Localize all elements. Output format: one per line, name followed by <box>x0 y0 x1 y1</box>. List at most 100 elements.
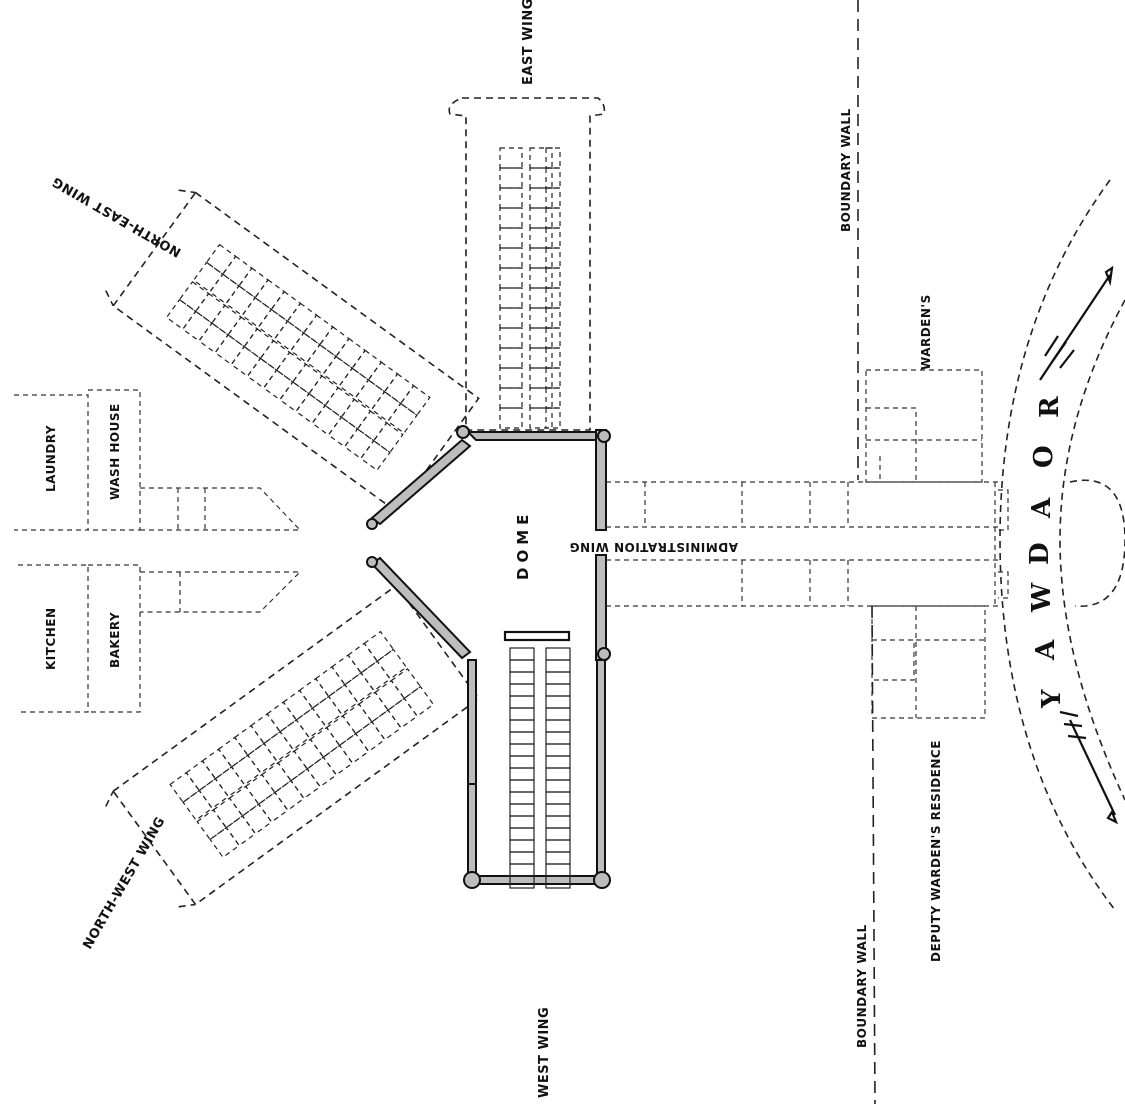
cell <box>529 327 553 349</box>
cell <box>509 683 535 697</box>
cell <box>347 642 379 674</box>
cell <box>386 402 418 434</box>
cell <box>529 407 553 429</box>
cell <box>499 327 523 349</box>
cell <box>387 697 419 729</box>
cell <box>246 742 278 774</box>
cell <box>243 328 275 360</box>
dome-label: DOME <box>514 510 532 580</box>
cell <box>371 709 402 741</box>
cell <box>499 147 523 169</box>
cell <box>545 659 571 673</box>
cell <box>286 302 318 334</box>
cell <box>338 367 370 399</box>
wash-house-label: WASH HOUSE <box>108 403 122 500</box>
east-wing-cells <box>499 147 561 429</box>
kitchen-label: KITCHEN <box>44 607 58 670</box>
cell <box>545 851 571 865</box>
west-wing <box>463 630 611 889</box>
cell <box>545 875 571 889</box>
north-west-wing-cells <box>169 630 435 859</box>
roadway-letter: Y <box>1037 689 1067 709</box>
cell <box>230 345 262 378</box>
cell <box>311 695 343 727</box>
north-west-wing <box>105 584 480 908</box>
cell <box>529 207 553 229</box>
cell <box>529 307 553 329</box>
roadway-letter: R <box>1035 396 1065 418</box>
cell <box>293 738 325 770</box>
north-west-wing-label: NORTH-WEST WING <box>80 814 168 952</box>
cell <box>545 227 561 249</box>
cell <box>295 392 327 425</box>
cell <box>211 304 242 336</box>
cell <box>344 672 375 704</box>
cell <box>545 803 571 817</box>
cell <box>509 695 535 709</box>
cell <box>509 839 535 853</box>
roadway-letter: D <box>1025 542 1055 565</box>
east-wing-label: EAST WING <box>521 0 536 85</box>
cell <box>499 207 523 229</box>
cell <box>545 407 561 429</box>
cell <box>181 310 213 342</box>
cell <box>509 647 535 661</box>
cell <box>529 287 553 309</box>
cell <box>529 187 553 209</box>
cell <box>545 683 571 697</box>
cell <box>499 227 523 249</box>
cell <box>238 267 269 299</box>
cell <box>509 707 535 721</box>
cell <box>322 744 354 776</box>
cell <box>545 827 571 841</box>
cell <box>545 731 571 745</box>
cell <box>356 410 388 442</box>
cell <box>225 285 256 317</box>
cell <box>261 762 292 794</box>
wardens-label: WARDEN'S <box>919 294 933 370</box>
cell <box>306 343 337 376</box>
cell <box>214 766 246 798</box>
cell <box>403 685 435 718</box>
laundry-label: LAUNDRY <box>44 425 58 492</box>
cell <box>529 367 553 389</box>
cell <box>529 387 553 409</box>
cell <box>374 679 406 711</box>
cell <box>545 347 561 369</box>
cell <box>208 273 240 305</box>
cell <box>390 667 422 700</box>
cell <box>499 407 523 429</box>
cell <box>529 147 553 169</box>
cell <box>275 351 307 383</box>
cell <box>263 730 294 763</box>
cell <box>306 756 338 788</box>
cell <box>331 654 362 686</box>
service-buildings <box>14 389 302 713</box>
cell <box>257 791 289 823</box>
cell <box>370 390 402 423</box>
boundary-wall-bottom-label: BOUNDARY WALL <box>855 924 869 1048</box>
cell <box>221 255 253 287</box>
cell <box>509 743 535 757</box>
cell <box>529 267 553 289</box>
cell <box>509 767 535 781</box>
cell <box>545 779 571 793</box>
cell <box>241 803 273 835</box>
cell <box>499 167 523 189</box>
cell <box>545 707 571 721</box>
cell <box>201 748 233 780</box>
cell <box>291 363 323 395</box>
cell <box>327 416 359 448</box>
cell <box>205 243 237 276</box>
cell <box>509 719 535 733</box>
cell <box>262 369 294 401</box>
cell <box>338 732 370 765</box>
cell <box>509 863 535 877</box>
cell <box>266 701 298 733</box>
wardens-residence <box>865 369 983 483</box>
cell <box>509 755 535 769</box>
cell <box>250 713 281 745</box>
cell <box>545 743 571 757</box>
cell <box>169 771 201 804</box>
cell <box>499 267 523 289</box>
